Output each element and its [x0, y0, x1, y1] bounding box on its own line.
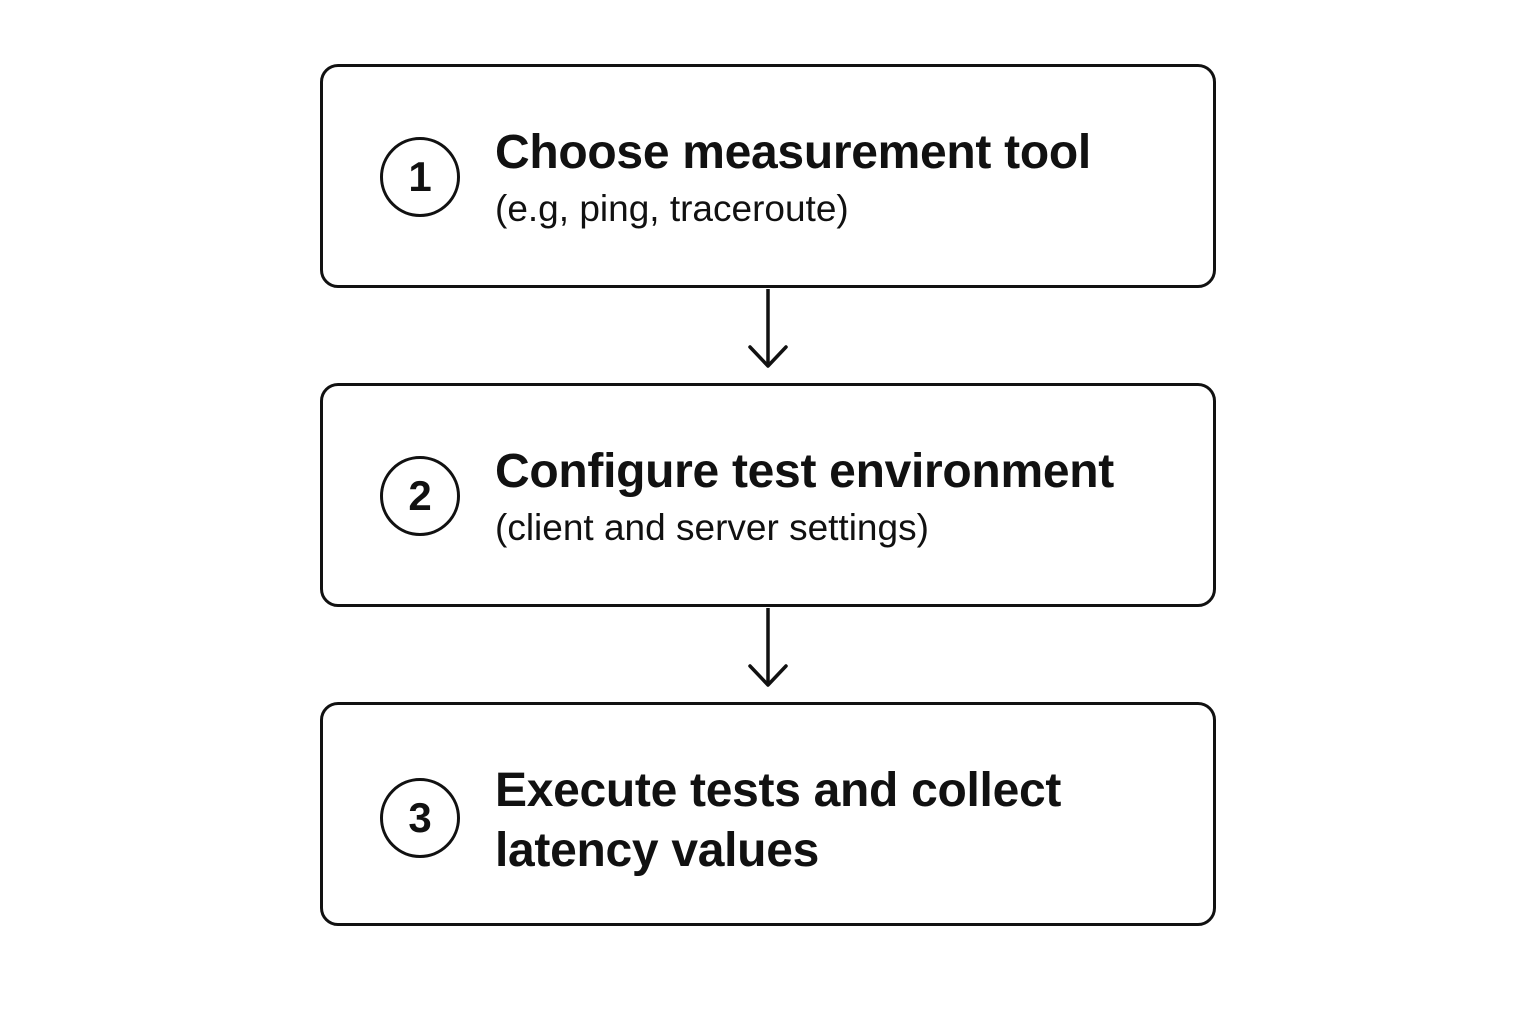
step-number-badge-1: 1	[380, 137, 460, 217]
step-text-3: Execute tests and collect latency values	[495, 761, 1193, 881]
down-arrow-icon	[748, 608, 788, 687]
step-number-badge-3: 3	[380, 778, 460, 858]
step-text-1: Choose measurement tool (e.g, ping, trac…	[495, 123, 1193, 233]
down-arrow-icon	[748, 289, 788, 368]
step-text-2: Configure test environment (client and s…	[495, 442, 1193, 552]
step-box-3: 3 Execute tests and collect latency valu…	[320, 702, 1216, 926]
step-title-2: Configure test environment	[495, 445, 1114, 498]
step-box-2: 2 Configure test environment (client and…	[320, 383, 1216, 607]
step-subtitle-1: (e.g, ping, traceroute)	[495, 188, 849, 229]
step-number-badge-2: 2	[380, 456, 460, 536]
step-title-3: Execute tests and collect latency values	[495, 764, 1062, 877]
step-subtitle-2: (client and server settings)	[495, 507, 929, 548]
step-box-1: 1 Choose measurement tool (e.g, ping, tr…	[320, 64, 1216, 288]
step-title-1: Choose measurement tool	[495, 126, 1091, 179]
